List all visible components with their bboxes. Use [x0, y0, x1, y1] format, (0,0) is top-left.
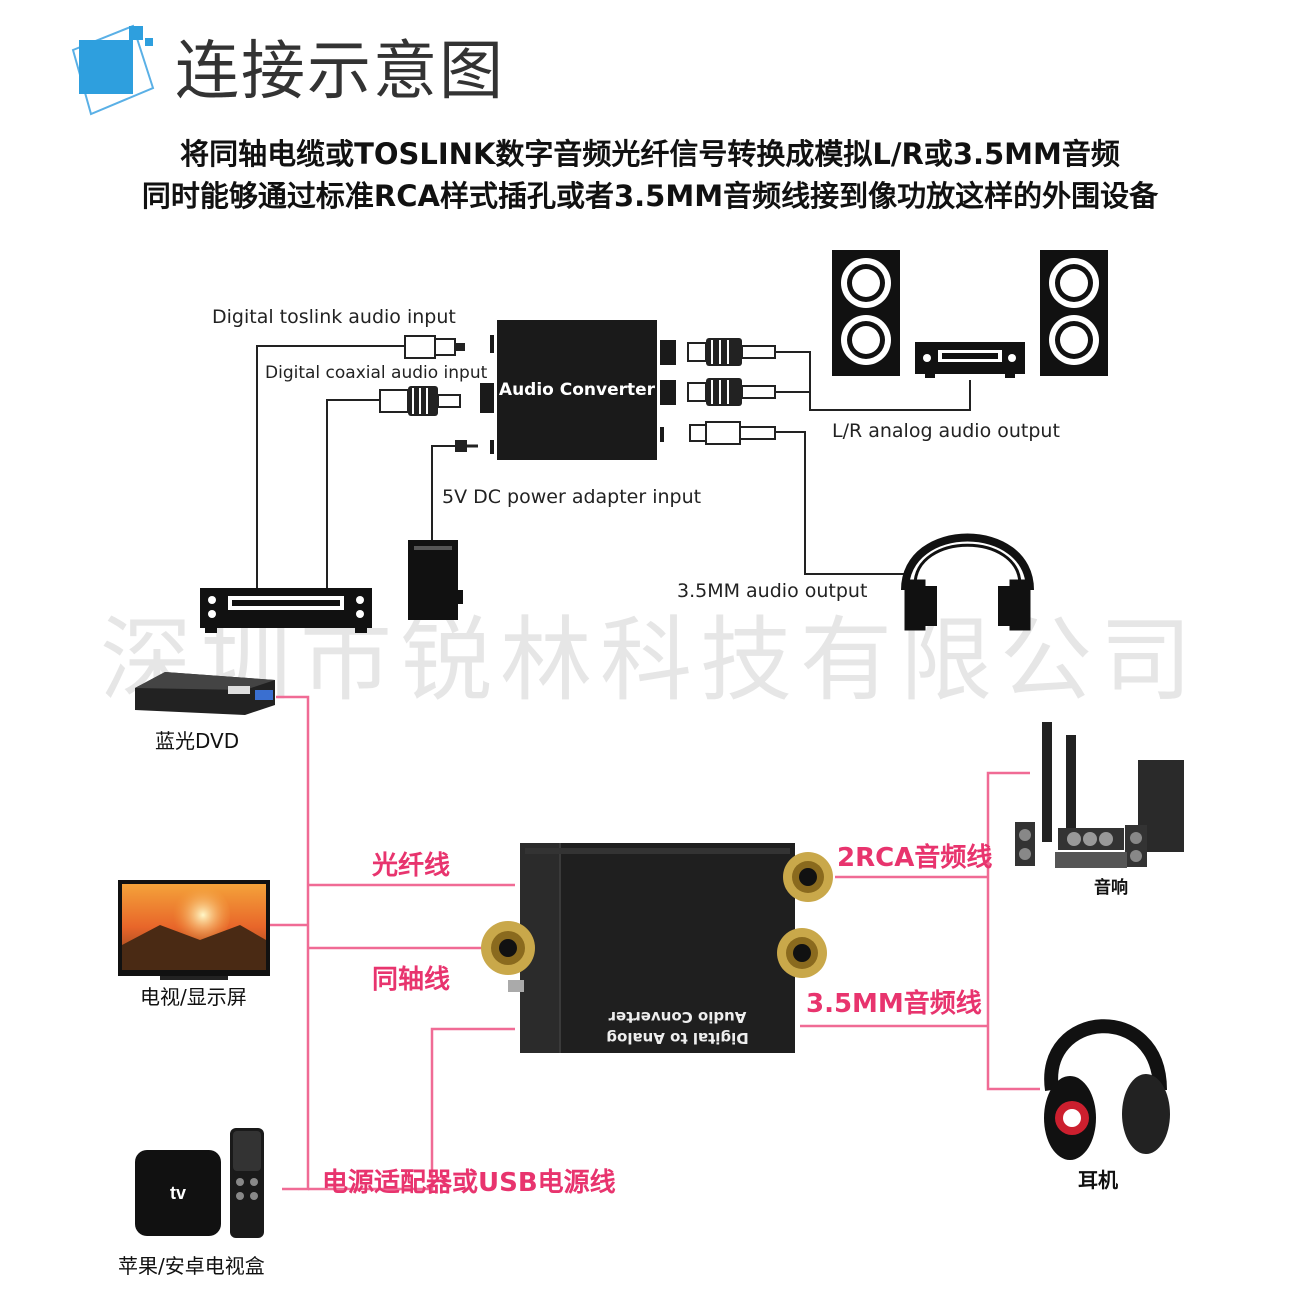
bottom-converter-box [520, 843, 795, 1053]
converter-printed-text: Digital to Analog Audio Converter [560, 985, 795, 1047]
home-theater-icon [1015, 722, 1184, 868]
lr-output-line [775, 351, 971, 411]
coaxial-cable-label: 同轴线 [372, 965, 451, 995]
tv-box-logo: tv [169, 1182, 186, 1203]
beats-headphone-icon [1044, 1019, 1170, 1160]
rca-jack-top-icon [783, 852, 833, 902]
mm-plug-icon [689, 421, 776, 445]
tv-box-icon [135, 1150, 221, 1236]
dvd-player-icon [135, 672, 275, 715]
speaker-right-icon [1040, 250, 1108, 376]
speaker-caption: 音响 [1094, 878, 1128, 898]
lr-output-label: L/R analog audio output [832, 420, 1060, 442]
mm-output-label: 3.5MM audio output [677, 580, 868, 602]
subtitle-line-2: 同时能够通过标准RCA样式插孔或者3.5MM音频线接到像功放这样的外围设备 [141, 179, 1159, 213]
mm-cable-label: 3.5MM音频线 [806, 989, 982, 1019]
converter-text-line-2: Audio Converter [608, 1008, 747, 1026]
power-jack-icon [508, 980, 524, 992]
speaker-left-icon [832, 250, 900, 376]
optical-cable-label: 光纤线 [372, 851, 451, 881]
power-input-label: 5V DC power adapter input [442, 486, 702, 508]
amplifier-icon [915, 342, 1025, 378]
coaxial-input-label: Digital coaxial audio input [265, 363, 488, 383]
power-cable-line [431, 445, 455, 545]
subtitle-line-1: 将同轴电缆或TOSLINK数字音频光纤信号转换成模拟L/R或3.5MM音频 [180, 137, 1120, 171]
dvd-caption: 蓝光DVD [155, 729, 240, 753]
dvd-player-lineart-icon [200, 588, 372, 633]
converter-text-line-1: Digital to Analog [606, 1029, 749, 1047]
tv-caption: 电视/显示屏 [140, 985, 247, 1009]
toslink-cable-line [256, 345, 405, 590]
power-adapter-icon [408, 540, 463, 620]
coaxial-plug-icon [379, 386, 461, 416]
toslink-input-label: Digital toslink audio input [212, 306, 456, 328]
coax-jack-icon [481, 921, 535, 975]
top-converter-label: Audio Converter [498, 379, 656, 400]
rca-cable-label: 2RCA音频线 [837, 843, 993, 873]
tv-box-caption: 苹果/安卓电视盒 [118, 1254, 265, 1278]
pink-connection-lines [270, 695, 1040, 1191]
rca-plug-top-icon [687, 338, 776, 366]
rca-plug-bottom-icon [687, 378, 776, 406]
mm-output-line [775, 431, 910, 575]
headphone-lineart-icon [901, 533, 1034, 631]
header-logo-icon [55, 18, 160, 118]
power-cable-label: 电源适配器或USB电源线 [322, 1168, 616, 1198]
coaxial-cable-line [326, 399, 380, 590]
rca-jack-bottom-icon [777, 928, 827, 978]
toslink-plug-icon [404, 335, 465, 359]
top-converter-box [480, 320, 676, 460]
headphone-caption: 耳机 [1078, 1168, 1118, 1192]
page-title: 连接示意图 [175, 35, 505, 109]
remote-icon [230, 1128, 264, 1238]
power-plug-icon [455, 440, 478, 452]
tv-icon [118, 880, 270, 980]
